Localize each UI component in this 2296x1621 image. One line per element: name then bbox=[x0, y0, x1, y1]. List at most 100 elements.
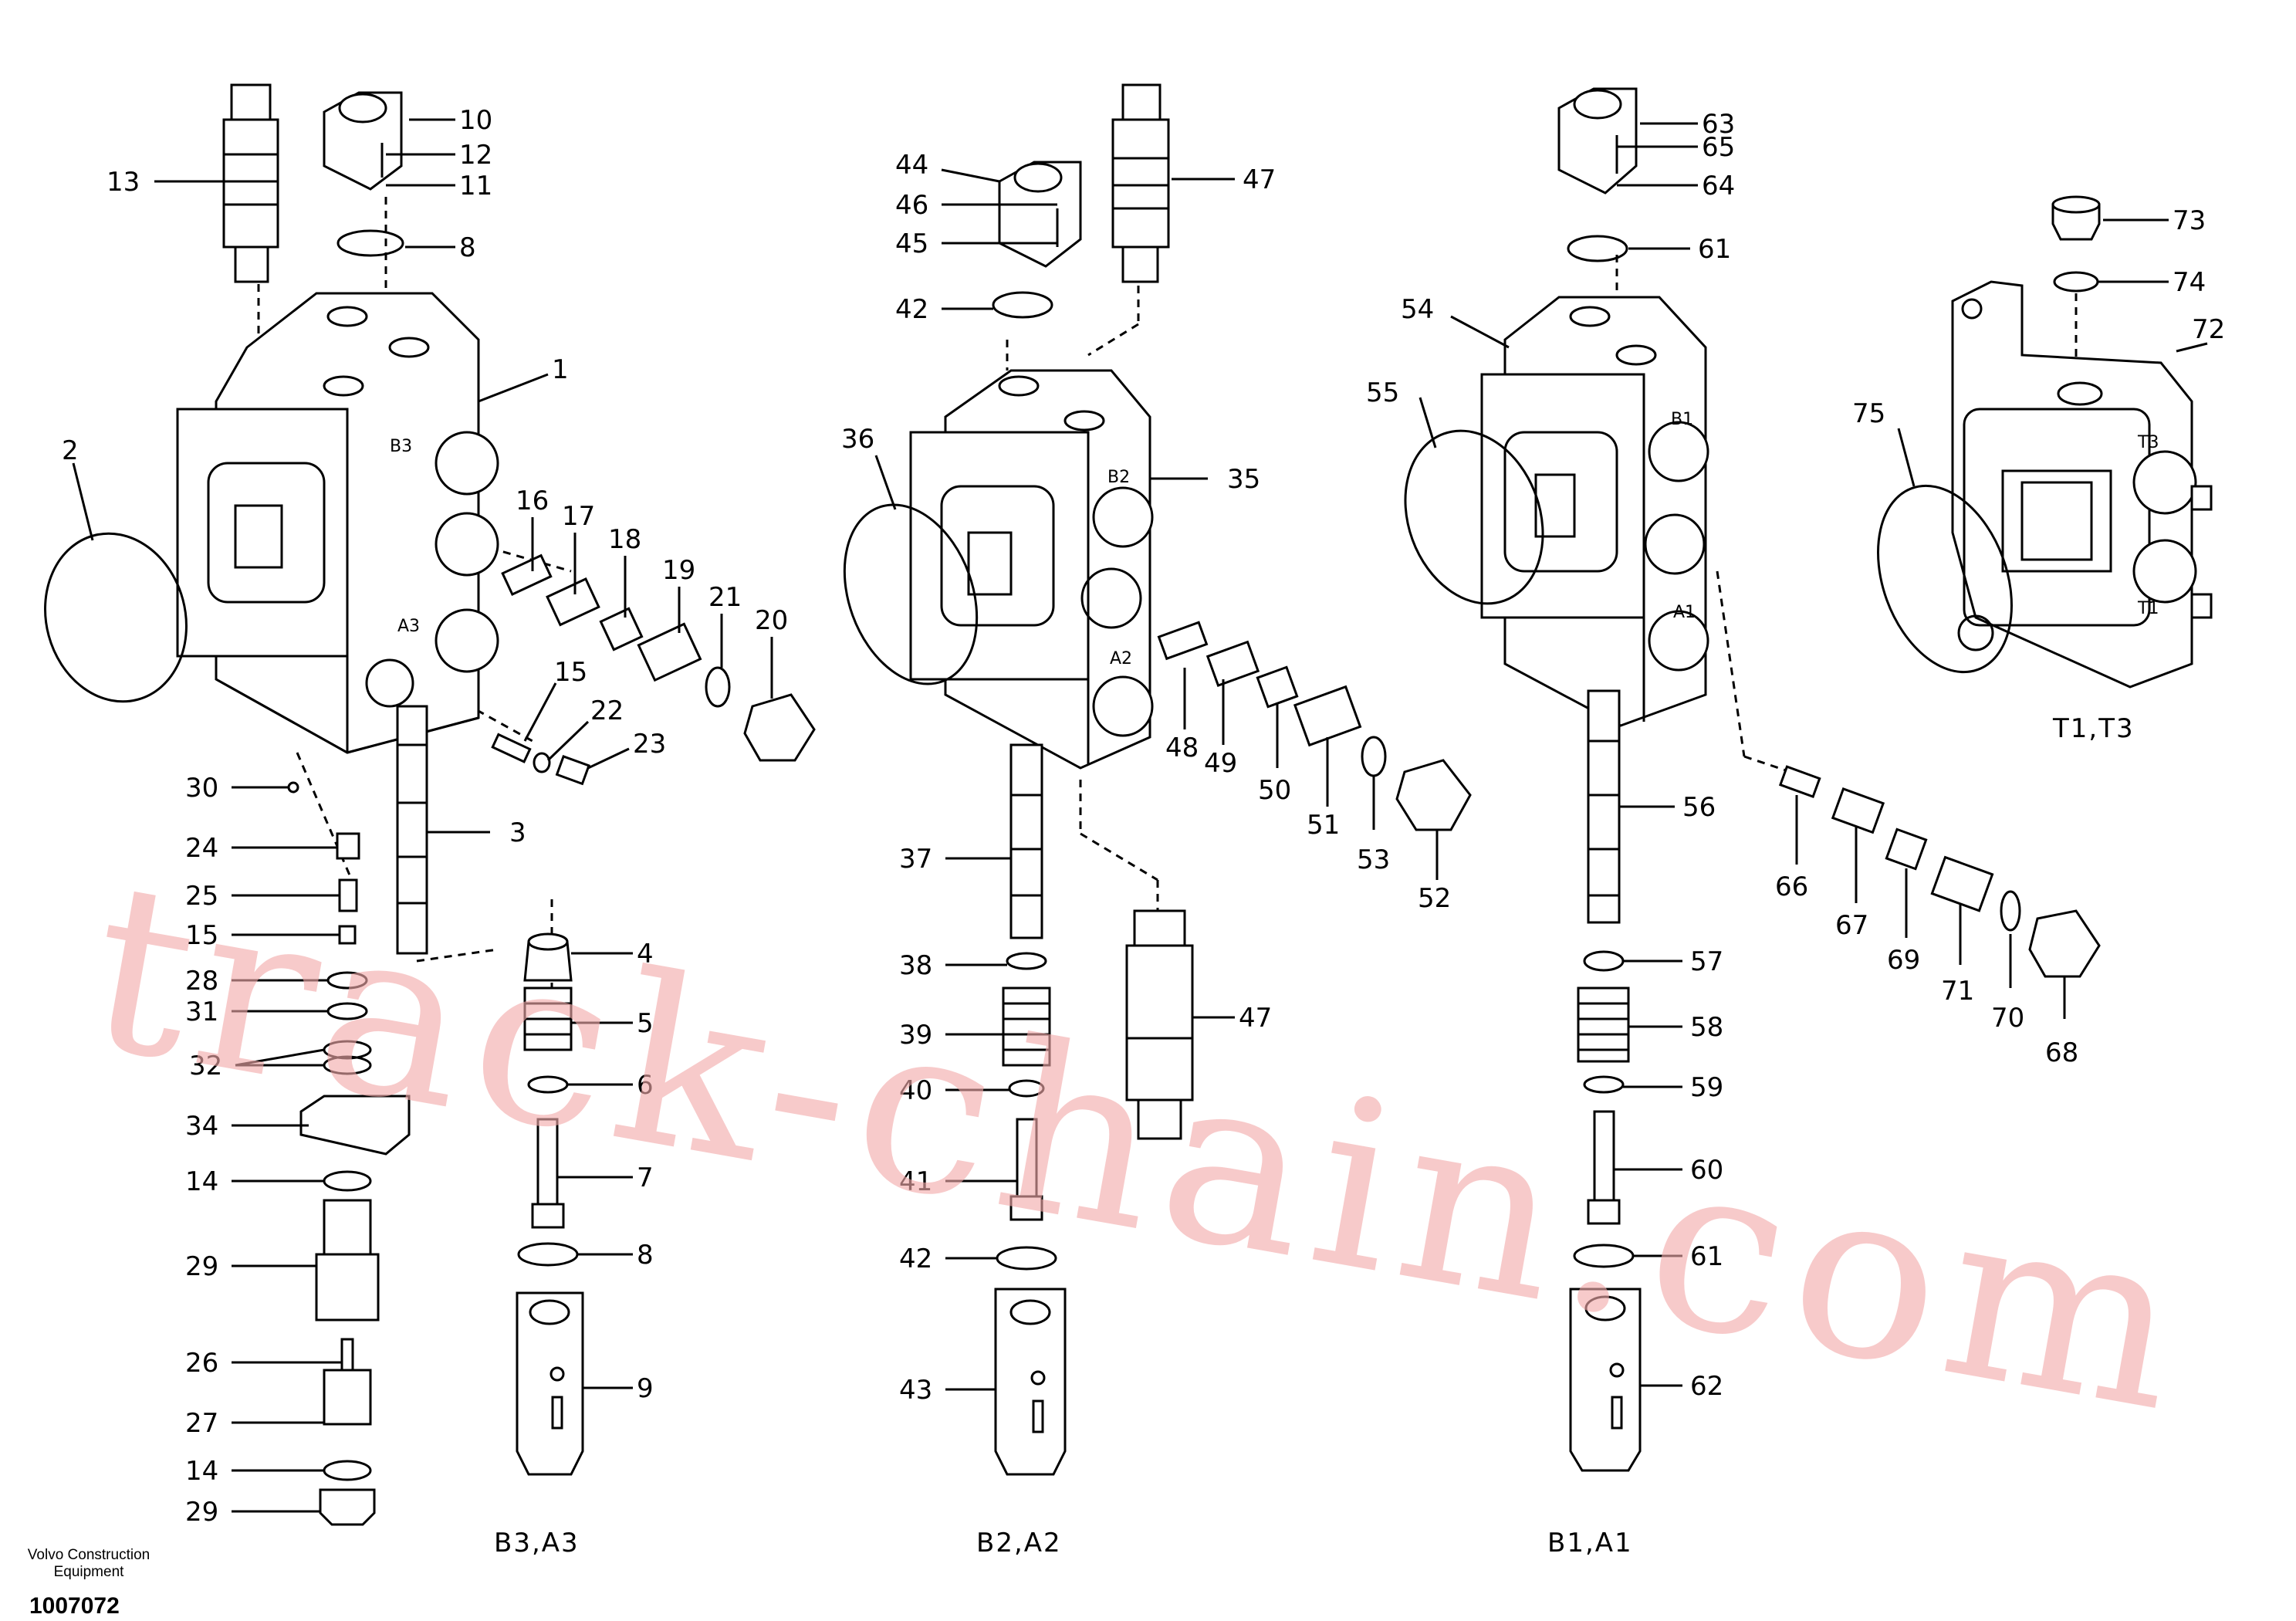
callout: 27 bbox=[185, 1408, 218, 1439]
callout: 38 bbox=[899, 950, 932, 981]
document-number: 1007072 bbox=[29, 1593, 120, 1619]
callout: 1 bbox=[552, 354, 569, 385]
end-cover-seal bbox=[1877, 484, 2013, 674]
callout: 40 bbox=[899, 1075, 932, 1106]
section-label: B1,A1 bbox=[1547, 1528, 1633, 1558]
callout: 9 bbox=[637, 1373, 654, 1404]
callout: 51 bbox=[1307, 810, 1340, 841]
callout: 63 bbox=[1702, 109, 1735, 140]
callout: 15 bbox=[185, 920, 218, 951]
end-cover-body bbox=[1951, 280, 2213, 689]
callout: 10 bbox=[459, 105, 492, 136]
callout: 48 bbox=[1165, 733, 1199, 763]
o-ring bbox=[1567, 235, 1628, 262]
section-seal-ring bbox=[843, 503, 979, 685]
section-t1-t3: T3 T1 73 74 72 75 T1,T3 bbox=[1852, 195, 2225, 744]
callout: 56 bbox=[1682, 792, 1716, 823]
callout: 34 bbox=[185, 1111, 218, 1142]
callout: 14 bbox=[185, 1166, 218, 1197]
callout: 21 bbox=[708, 582, 742, 613]
callout: 75 bbox=[1852, 398, 1885, 429]
callout: 35 bbox=[1227, 464, 1260, 495]
callout: 47 bbox=[1239, 1003, 1272, 1034]
relief-valve bbox=[1111, 83, 1170, 283]
assembly-line bbox=[296, 752, 357, 888]
callout: 32 bbox=[189, 1051, 222, 1081]
spool bbox=[1587, 689, 1621, 924]
spool bbox=[1009, 743, 1043, 939]
callout: 36 bbox=[841, 424, 874, 455]
section-label: B2,A2 bbox=[976, 1528, 1062, 1558]
port-label: A3 bbox=[397, 617, 420, 636]
callout: 55 bbox=[1366, 377, 1399, 408]
callout: 59 bbox=[1690, 1072, 1723, 1103]
callout: 2 bbox=[62, 435, 79, 466]
o-ring bbox=[992, 291, 1053, 319]
relief-valve bbox=[222, 83, 279, 283]
spring-stack bbox=[516, 932, 584, 1476]
spring-stack bbox=[994, 952, 1067, 1476]
callout: 43 bbox=[899, 1375, 932, 1406]
callout: 45 bbox=[895, 228, 928, 259]
lower-stack-parts bbox=[287, 781, 411, 1526]
valve-section-body bbox=[176, 292, 499, 754]
valve-section-body bbox=[1480, 296, 1709, 727]
callout: 8 bbox=[637, 1240, 654, 1271]
callout: 53 bbox=[1357, 844, 1390, 875]
callout: 17 bbox=[562, 501, 595, 532]
check-valve-parts bbox=[1157, 621, 1472, 831]
callout: 11 bbox=[459, 171, 492, 201]
callout: 23 bbox=[633, 729, 666, 760]
port-label: B2 bbox=[1107, 468, 1130, 487]
callout: 29 bbox=[185, 1251, 218, 1282]
callout: 70 bbox=[1991, 1003, 2024, 1034]
assembly-line bbox=[1743, 755, 1791, 773]
callout: 50 bbox=[1258, 775, 1291, 806]
plug-parts bbox=[491, 733, 590, 786]
callout: 39 bbox=[899, 1020, 932, 1051]
callout: 71 bbox=[1941, 976, 1974, 1007]
port-cover bbox=[1557, 87, 1638, 195]
callout: 37 bbox=[899, 844, 932, 875]
callout: 3 bbox=[509, 817, 526, 848]
callout: 42 bbox=[899, 1244, 932, 1274]
callout: 12 bbox=[459, 140, 492, 171]
callout: 73 bbox=[2173, 205, 2206, 236]
callout: 65 bbox=[1702, 132, 1735, 163]
callout: 28 bbox=[185, 966, 218, 997]
callout: 19 bbox=[662, 555, 695, 586]
callout: 46 bbox=[895, 190, 928, 221]
callout: 14 bbox=[185, 1456, 218, 1487]
assembly-line bbox=[1087, 323, 1139, 357]
callout: 6 bbox=[637, 1070, 654, 1101]
o-ring bbox=[2053, 271, 2099, 293]
callout: 67 bbox=[1835, 910, 1868, 941]
callout: 69 bbox=[1887, 945, 1920, 976]
assembly-line bbox=[1716, 570, 1746, 757]
spring-stack bbox=[1569, 950, 1642, 1472]
callout: 58 bbox=[1690, 1012, 1723, 1043]
callout: 61 bbox=[1690, 1241, 1723, 1272]
valve-section-body bbox=[909, 369, 1154, 770]
check-valve-parts bbox=[1778, 765, 2101, 978]
callout: 5 bbox=[637, 1008, 654, 1039]
callout: 61 bbox=[1698, 234, 1731, 265]
callout: 68 bbox=[2045, 1037, 2078, 1068]
port-label: A2 bbox=[1110, 649, 1132, 668]
callout: 74 bbox=[2173, 267, 2206, 298]
callout: 29 bbox=[185, 1497, 218, 1528]
section-b3-a3: B3 A3 10 12 11 13 8 1 2 16 17 18 19 21 2… bbox=[44, 83, 816, 1558]
callout: 24 bbox=[185, 833, 218, 864]
callout: 64 bbox=[1702, 171, 1735, 201]
callout: 8 bbox=[459, 232, 476, 263]
port-label: B1 bbox=[1671, 410, 1693, 429]
callout: 66 bbox=[1775, 871, 1808, 902]
section-label: T1,T3 bbox=[2052, 713, 2135, 744]
assembly-line bbox=[1080, 832, 1158, 882]
callout: 47 bbox=[1243, 164, 1276, 195]
section-seal-ring bbox=[44, 532, 188, 703]
section-label: B3,A3 bbox=[494, 1528, 580, 1558]
callout: 60 bbox=[1690, 1155, 1723, 1186]
callout: 31 bbox=[185, 997, 218, 1027]
